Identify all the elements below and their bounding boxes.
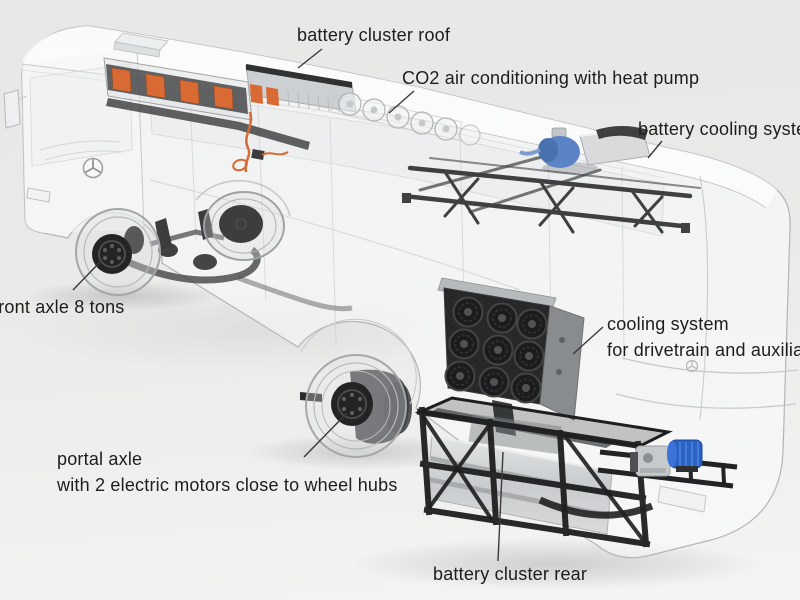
- electric-motor-blue: [667, 439, 703, 472]
- label-battery-cooling-system: battery cooling system: [638, 119, 800, 139]
- front-wheel-near: [75, 208, 161, 296]
- rear-recess: [657, 485, 707, 513]
- drivetrain-radiator: [437, 277, 585, 436]
- label-front-axle: front axle 8 tons: [0, 297, 125, 317]
- label-portal-axle-line2: with 2 electric motors close to wheel hu…: [57, 475, 398, 495]
- label-portal-axle: portal axle with 2 electric motors close…: [57, 446, 398, 498]
- mercedes-star-emblem: [82, 157, 104, 179]
- leader-battery-cluster-rear: [497, 451, 504, 562]
- side-mirror: [3, 89, 21, 129]
- radiator-fans: [444, 296, 548, 404]
- label-co2-air-conditioning: CO2 air conditioning with heat pump: [402, 68, 700, 88]
- label-cooling-system-line2: for drivetrain and auxiliaries: [607, 340, 800, 360]
- leader-front-axle: [72, 260, 102, 291]
- orange-hv-cable: [232, 111, 289, 173]
- label-battery-cluster-roof: battery cluster roof: [297, 25, 451, 45]
- leader-cooling-system: [572, 326, 604, 355]
- roof-battery-cluster: [103, 57, 357, 150]
- mercedes-star-rear: [685, 359, 699, 373]
- leader-battery-cluster-roof: [297, 48, 323, 69]
- roof-mounting-frame: [401, 150, 701, 234]
- leader-co2-air-conditioning: [388, 90, 415, 114]
- leader-battery-cooling-system: [647, 140, 663, 159]
- label-cooling-system-line1: cooling system: [607, 314, 729, 334]
- rear-battery-rack: [414, 396, 673, 548]
- headlight: [26, 187, 51, 203]
- leader-lines: [72, 48, 663, 562]
- portal-axle-wheel: [300, 318, 417, 458]
- roof-surface: [22, 26, 777, 208]
- front-wheel-far: [195, 179, 291, 261]
- leader-portal-axle: [303, 412, 348, 458]
- windshield: [29, 63, 133, 167]
- rear-drive-unit: [597, 439, 738, 489]
- side-windows: [149, 89, 665, 237]
- battery-cooling-unit: [519, 126, 651, 174]
- roof-vent: [113, 32, 169, 58]
- front-axle-assembly: [75, 179, 353, 312]
- ac-unit: [330, 92, 481, 146]
- label-portal-axle-line1: portal axle: [57, 449, 143, 469]
- label-battery-cluster-rear: battery cluster rear: [433, 564, 588, 584]
- label-cooling-system: cooling system for drivetrain and auxili…: [607, 311, 800, 363]
